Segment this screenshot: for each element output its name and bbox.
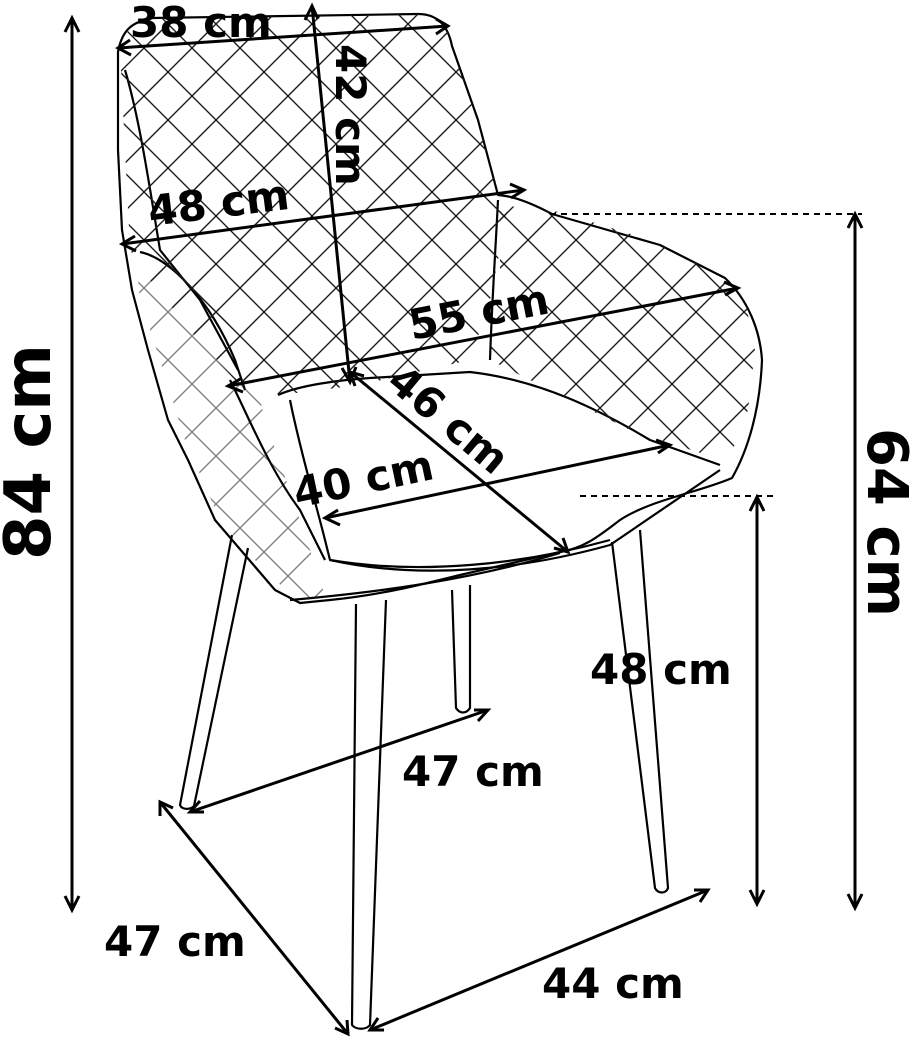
dimension-arrows (63, 2, 864, 1037)
label-backrest-width: 38 cm (130, 0, 272, 47)
label-backrest-height: 42 cm (326, 44, 375, 186)
label-total-height: 84 cm (0, 344, 66, 560)
label-seat-height: 48 cm (590, 645, 732, 694)
label-armrest-height: 64 cm (854, 428, 913, 617)
label-leg-span-front: 44 cm (542, 959, 684, 1008)
label-leg-span-back: 47 cm (402, 747, 544, 796)
label-seat-width: 40 cm (289, 440, 438, 517)
label-leg-span-side: 47 cm (104, 917, 246, 966)
reference-lines (550, 213, 862, 497)
